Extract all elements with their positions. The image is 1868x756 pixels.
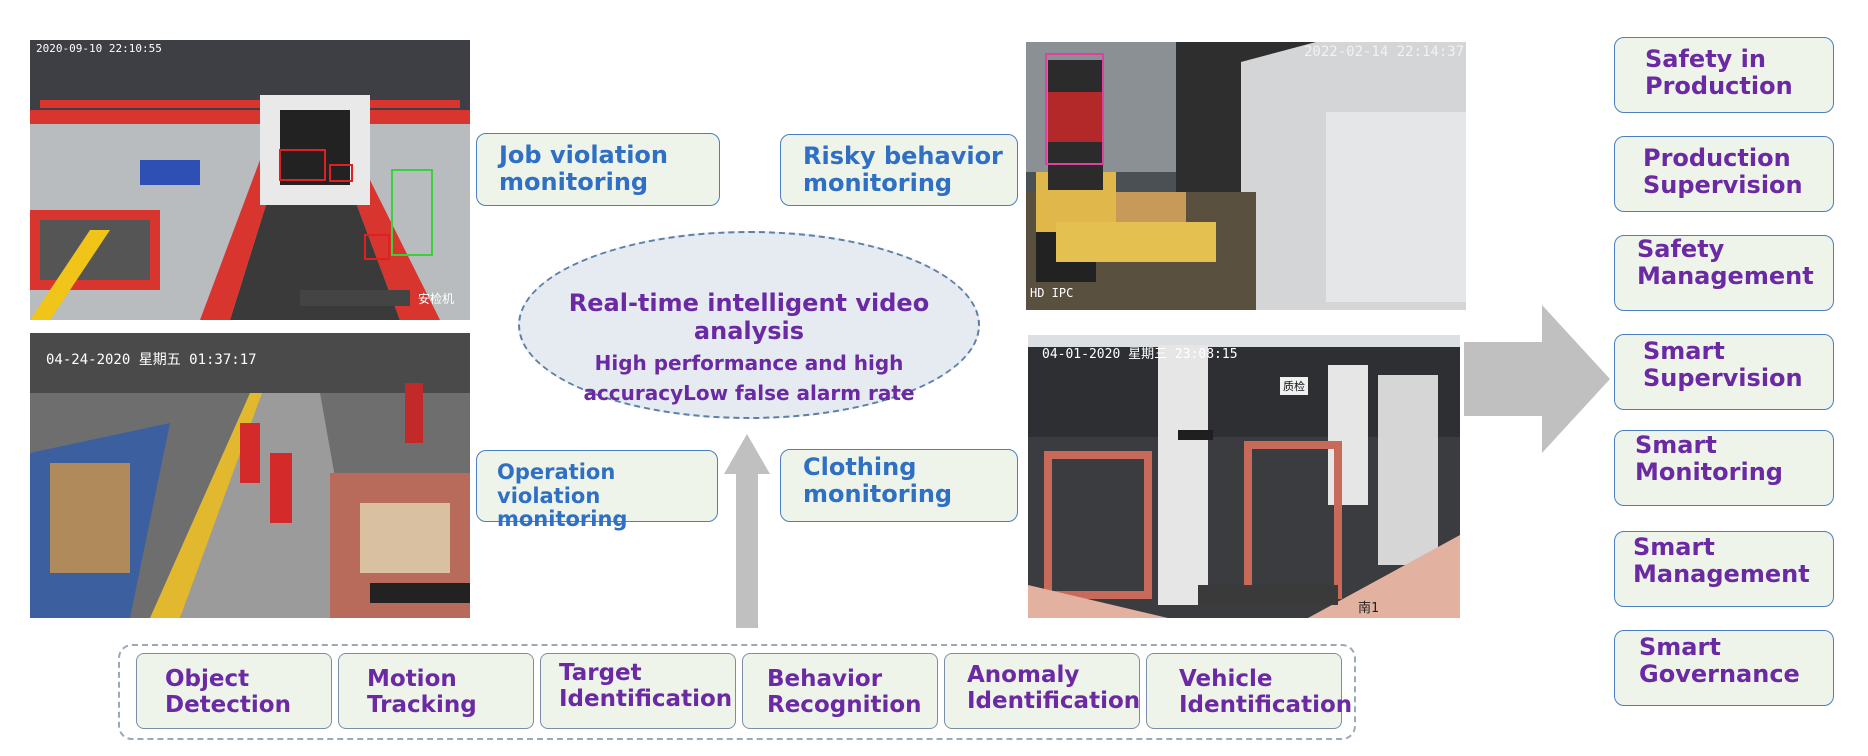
capability-object-detection: Object Detection (136, 653, 332, 729)
outcome-smart-governance: Smart Governance (1614, 630, 1834, 706)
capability-target-identification: Target Identification (540, 653, 736, 729)
capability-anomaly-identification: Anomaly Identification (944, 653, 1140, 729)
outcome-safety-management: Safety Management (1614, 235, 1834, 311)
outcome-line2: Supervision (1643, 170, 1803, 199)
outcome-line2: Monitoring (1635, 457, 1783, 486)
capability-line1: Behavior (767, 666, 883, 692)
outcome-line2: Management (1637, 261, 1814, 290)
capability-motion-tracking: Motion Tracking (338, 653, 534, 729)
analysis-line3: accuracyLow false alarm rate (583, 381, 915, 405)
capability-line1: Target (559, 660, 642, 686)
capability-line2: Tracking (367, 691, 477, 718)
right-arrow-icon (1464, 305, 1610, 453)
outcome-line2: Supervision (1643, 363, 1803, 392)
capability-line1: Object (165, 666, 250, 692)
outcome-line1: Smart (1633, 533, 1715, 561)
capability-line2: Recognition (767, 691, 922, 718)
capability-behavior-recognition: Behavior Recognition (742, 653, 938, 729)
capability-line2: Identification (1179, 691, 1353, 718)
outcome-line1: Safety in (1645, 45, 1766, 73)
warehouse-conveyor-image (30, 40, 470, 320)
camera-feed-top-left: 2020-09-10 22:10:55 安检机 (30, 40, 470, 320)
outcome-line2: Production (1645, 71, 1793, 100)
inspection-line-image (1028, 335, 1460, 618)
clothing-monitoring-box: Clothing monitoring (780, 449, 1018, 522)
timestamp: 04-24-2020 星期五 01:37:17 (46, 352, 257, 368)
capability-line1: Motion (367, 666, 457, 692)
video-analysis-ellipse: Real-time intelligent video analysis Hig… (518, 231, 980, 419)
up-arrow-icon (724, 434, 770, 628)
capability-line1: Anomaly (967, 662, 1080, 688)
outcome-smart-monitoring: Smart Monitoring (1614, 430, 1834, 506)
risky-behavior-line2: monitoring (803, 168, 953, 197)
capabilities-container (118, 644, 1356, 740)
risky-behavior-line1: Risky behavior (803, 142, 1003, 170)
clothing-line2: monitoring (803, 479, 953, 508)
clothing-line1: Clothing (803, 453, 917, 481)
outcome-line1: Smart (1643, 337, 1725, 365)
camera-label: HD IPC (1030, 286, 1074, 300)
camera-feed-bottom-right: 04-01-2020 星期三 23:08:15 质检 南1 (1028, 335, 1460, 618)
capability-line2: Identification (967, 687, 1141, 714)
outcome-smart-supervision: Smart Supervision (1614, 334, 1834, 410)
outcome-line1: Smart (1639, 633, 1721, 661)
operation-violation-line1: Operation violation (497, 460, 616, 508)
camera-sign: 质检 (1280, 377, 1308, 395)
camera-caption: 安检机 (418, 292, 455, 306)
analysis-line2: High performance and high (594, 351, 904, 375)
camera-feed-top-right: 2022-02-14 22:14:37 HD IPC (1026, 42, 1466, 310)
outcome-line1: Safety (1637, 235, 1725, 263)
operation-violation-line2: monitoring (497, 507, 628, 532)
outcome-line1: Smart (1635, 431, 1717, 459)
risky-behavior-monitoring-box: Risky behavior monitoring (780, 134, 1018, 206)
outcome-line2: Management (1633, 559, 1810, 588)
timestamp: 2020-09-10 22:10:55 (36, 42, 162, 55)
capability-line2: Detection (165, 691, 291, 718)
job-violation-line2: monitoring (499, 167, 649, 196)
outcome-line1: Production (1643, 144, 1791, 172)
capability-line2: Identification (559, 685, 733, 712)
job-violation-monitoring-box: Job violation monitoring (476, 133, 720, 206)
operation-violation-monitoring-box: Operation violation monitoring (476, 450, 718, 531)
timestamp: 04-01-2020 星期三 23:08:15 (1042, 347, 1238, 362)
camera-caption: 南1 (1358, 601, 1379, 616)
outcome-production-supervision: Production Supervision (1614, 136, 1834, 212)
capability-line1: Vehicle (1179, 666, 1273, 692)
capability-vehicle-identification: Vehicle Identification (1146, 653, 1353, 729)
security-scanner-image (1026, 42, 1466, 310)
outcome-smart-management: Smart Management (1614, 531, 1834, 607)
warehouse-sorting-image (30, 333, 470, 618)
analysis-title: Real-time intelligent video analysis (568, 289, 930, 345)
outcome-safety-in-production: Safety in Production (1614, 37, 1834, 113)
outcome-line2: Governance (1639, 659, 1800, 688)
camera-feed-bottom-left: 04-24-2020 星期五 01:37:17 (30, 333, 470, 618)
timestamp: 2022-02-14 22:14:37 (1304, 44, 1465, 60)
job-violation-line1: Job violation (499, 141, 669, 169)
